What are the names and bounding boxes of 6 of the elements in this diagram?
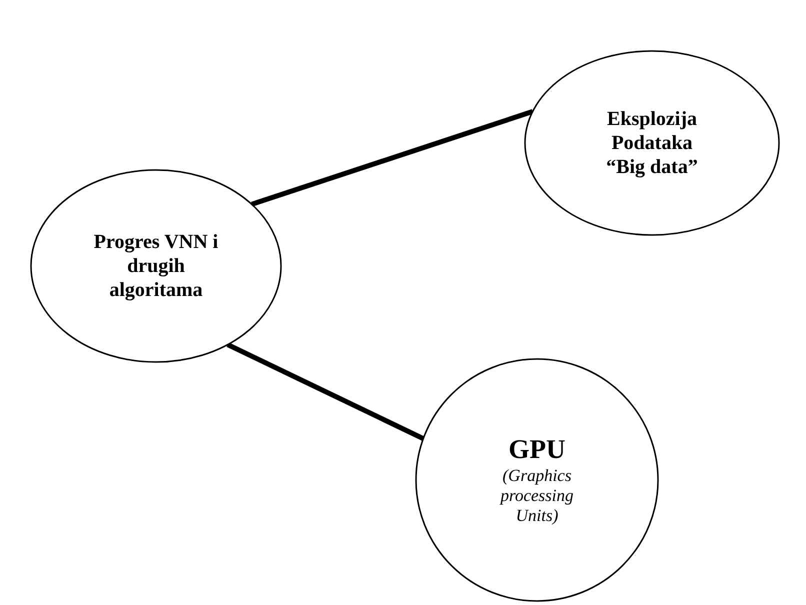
- connector-line: [226, 342, 424, 441]
- node-label: Progres VNN i drugih algoritama: [92, 230, 220, 302]
- node-label: Eksplozija Podataka “Big data”: [605, 107, 699, 179]
- node-title: GPU: [508, 433, 566, 466]
- node-label: (Graphics processing Units): [498, 466, 575, 527]
- connector-line: [250, 109, 534, 207]
